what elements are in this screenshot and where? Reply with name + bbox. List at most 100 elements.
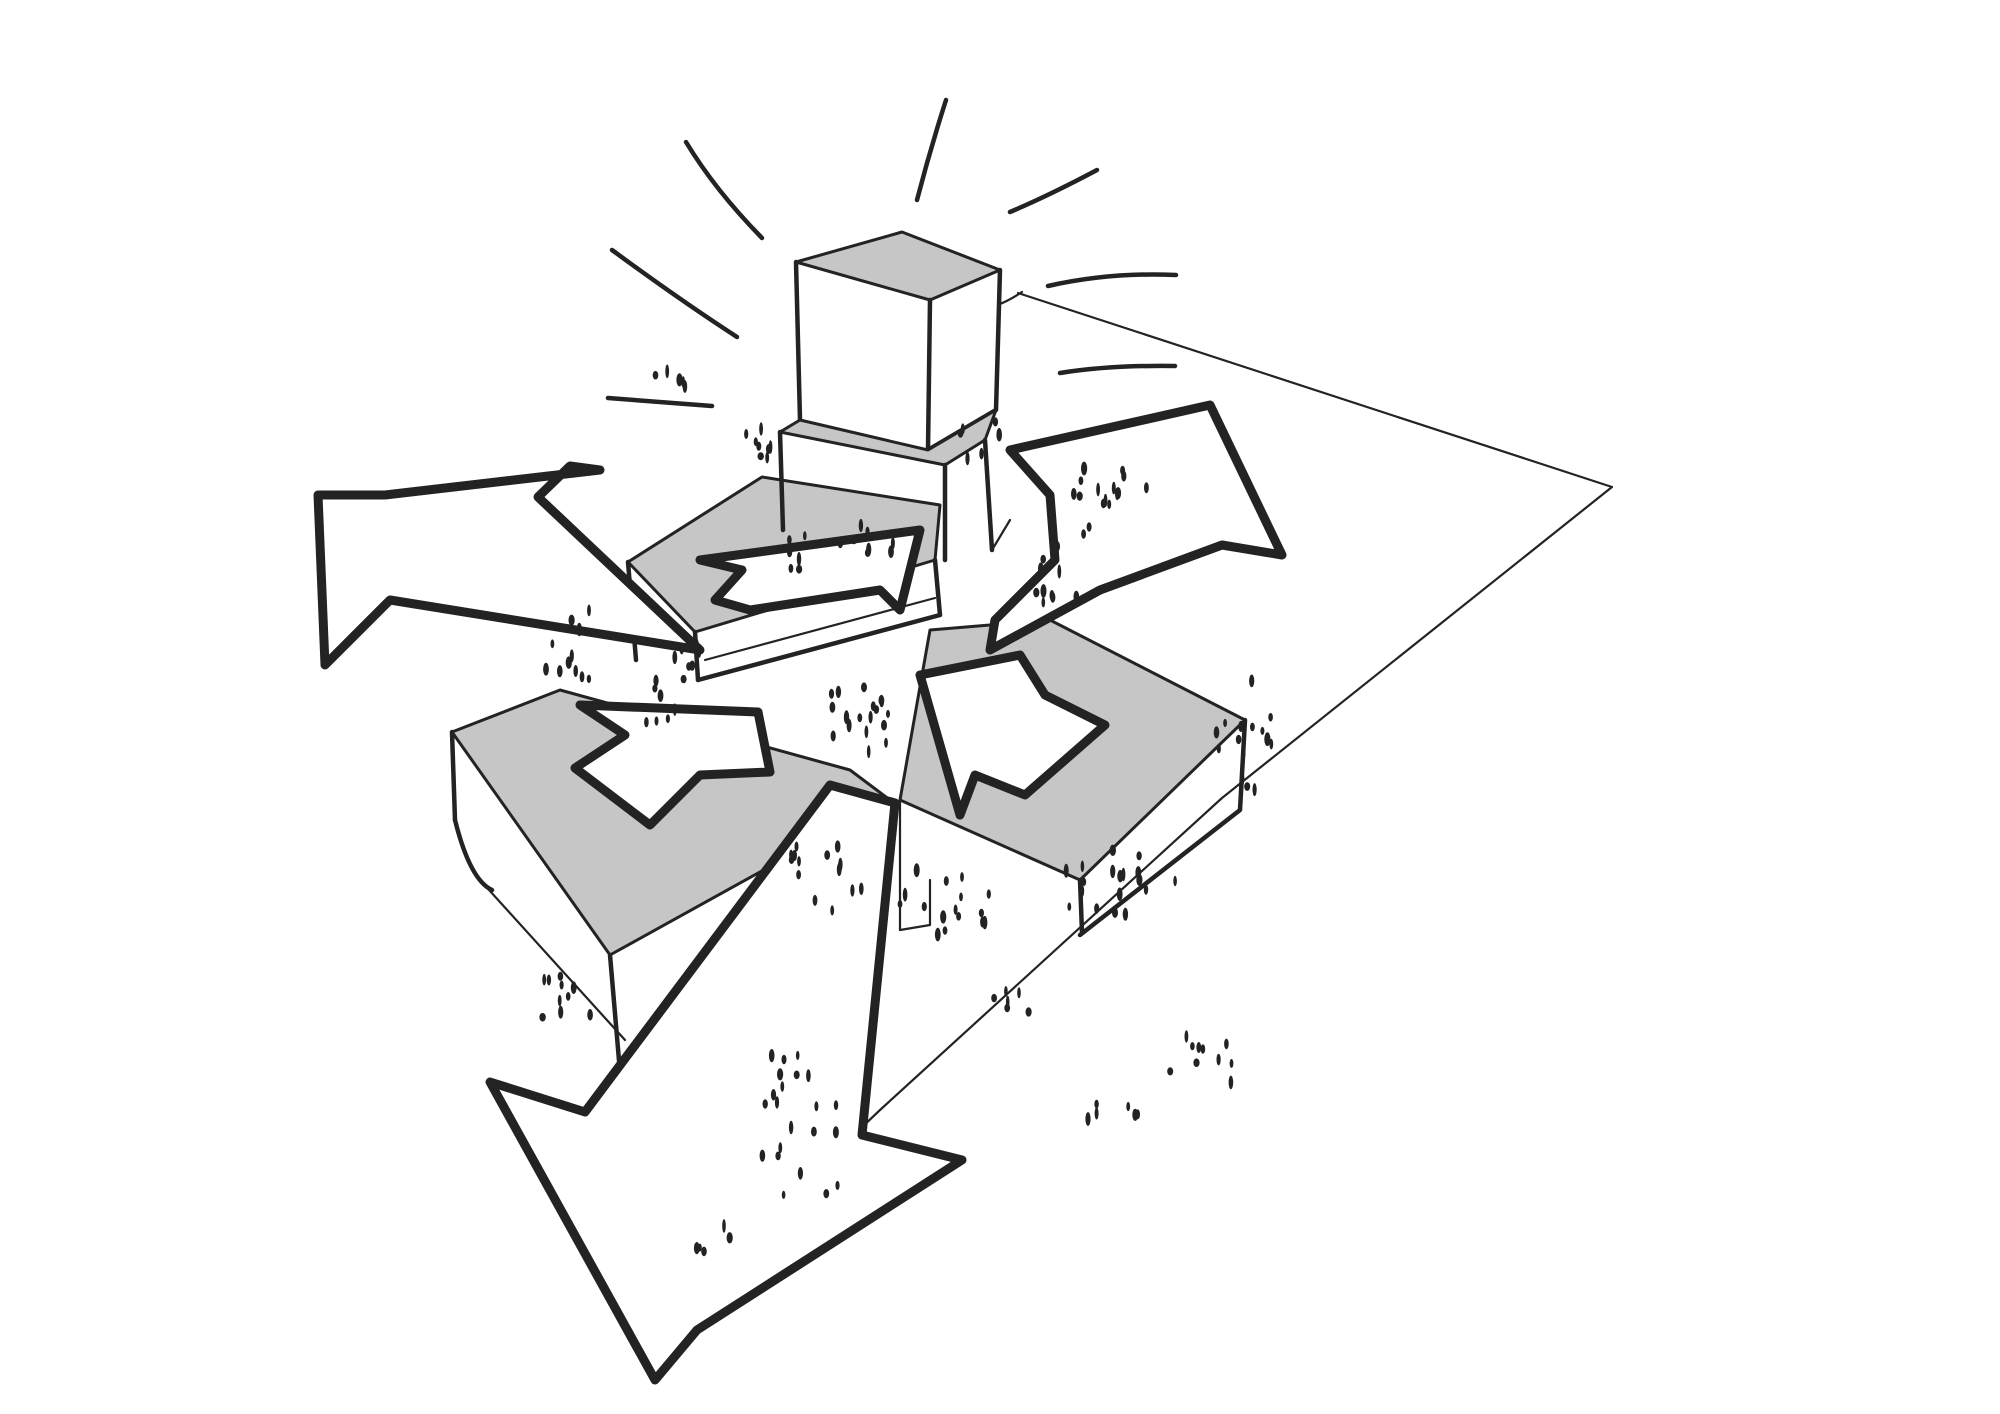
tree-mark — [1100, 498, 1107, 509]
tree-mark — [701, 1246, 707, 1257]
tree-mark — [1224, 1038, 1229, 1050]
tree-mark — [781, 1054, 787, 1065]
tree-mark — [768, 1049, 775, 1063]
tree-mark — [586, 674, 592, 684]
tree-mark — [672, 703, 677, 716]
tree-mark — [775, 1151, 781, 1161]
tree-mark — [886, 709, 890, 718]
tree-mark — [1004, 1003, 1011, 1013]
tree-mark — [1117, 869, 1124, 883]
tree-mark — [991, 993, 997, 1003]
tree-mark — [824, 850, 831, 860]
tree-mark — [1193, 1058, 1200, 1067]
tree-mark — [1235, 734, 1242, 745]
tree-mark — [796, 564, 803, 574]
tree-mark — [570, 981, 577, 994]
tree-mark — [1081, 877, 1087, 887]
tree-mark — [878, 694, 885, 706]
tree-mark — [541, 620, 548, 630]
tree-mark — [830, 730, 836, 742]
tree-mark — [1216, 743, 1221, 754]
tree-mark — [957, 429, 964, 438]
tree-mark — [722, 1219, 726, 1233]
tree-mark — [794, 841, 799, 852]
tree-mark — [1184, 1030, 1189, 1043]
tree-mark — [1126, 1101, 1131, 1112]
tree-mark — [1017, 987, 1021, 999]
tree-mark — [960, 872, 964, 882]
tree-mark — [1264, 732, 1271, 747]
tree-mark — [1081, 529, 1086, 539]
tree-mark — [857, 713, 863, 723]
tree-mark — [1213, 726, 1220, 739]
tree-mark — [652, 370, 659, 380]
tree-mark — [762, 1099, 768, 1109]
tree-mark — [1067, 902, 1072, 911]
tree-mark — [1190, 1042, 1195, 1051]
radiating-lines — [605, 97, 1179, 409]
tree-mark — [1200, 1044, 1206, 1054]
tree-mark — [859, 882, 864, 895]
tree-mark — [1115, 487, 1122, 500]
tree-mark — [1252, 783, 1257, 797]
tree-mark — [682, 380, 688, 393]
tree-mark — [943, 876, 949, 886]
tree-mark — [986, 889, 991, 899]
tree-mark — [576, 622, 582, 637]
tree-mark — [550, 639, 555, 649]
tree-mark — [780, 1081, 785, 1092]
tree-mark — [921, 901, 927, 912]
tree-mark — [902, 887, 908, 902]
left-wing-volume — [449, 688, 892, 1075]
tree-mark — [1112, 907, 1118, 918]
tree-mark — [1173, 875, 1177, 887]
tree-mark — [777, 1068, 784, 1081]
tree-mark — [788, 1120, 794, 1135]
tree-mark — [959, 892, 963, 902]
tree-mark — [834, 840, 841, 853]
tree-mark — [1250, 722, 1255, 732]
tree-mark — [1229, 1058, 1234, 1068]
tree-mark — [812, 894, 818, 906]
tree-mark — [796, 552, 802, 566]
tree-mark — [781, 1190, 786, 1199]
tree-mark — [1080, 884, 1085, 898]
tree-mark — [587, 1009, 593, 1021]
tree-mark — [774, 1096, 780, 1109]
tree-mark — [693, 1242, 700, 1255]
tree-mark — [835, 685, 842, 699]
tree-mark — [557, 994, 562, 1007]
tree-mark — [835, 1180, 840, 1190]
tree-mark — [795, 1050, 800, 1060]
tree-mark — [1063, 863, 1069, 878]
tree-mark — [680, 674, 687, 684]
tree-mark — [884, 737, 888, 748]
arrow-west — [313, 461, 705, 670]
tree-mark — [864, 548, 871, 557]
tree-mark — [1121, 470, 1127, 482]
tree-mark — [1081, 461, 1088, 476]
tree-mark — [1073, 590, 1080, 603]
tree-mark — [829, 701, 836, 713]
tree-mark — [1228, 1075, 1234, 1090]
tree-mark — [573, 665, 578, 677]
tree-mark — [672, 650, 678, 665]
tree-mark — [756, 441, 762, 451]
tree-mark — [866, 745, 871, 759]
tree-mark — [542, 973, 547, 986]
tree-mark — [558, 1005, 564, 1019]
tree-mark — [657, 689, 664, 702]
tree-mark — [1050, 591, 1056, 603]
tree-mark — [1038, 562, 1044, 575]
tree-mark — [1071, 488, 1077, 500]
tree-mark — [982, 915, 988, 930]
tree-mark — [568, 614, 575, 626]
tree-mark — [881, 719, 887, 731]
tree-mark — [797, 1167, 804, 1180]
tree-mark — [858, 518, 864, 533]
tree-mark — [1076, 491, 1083, 501]
tree-mark — [992, 417, 999, 427]
tree-mark — [644, 717, 649, 728]
tree-mark — [1041, 597, 1046, 608]
